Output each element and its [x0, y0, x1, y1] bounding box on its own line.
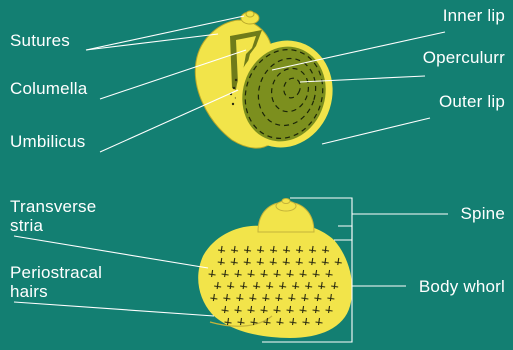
label-transverse-stria-2: stria	[10, 216, 43, 235]
label-body-whorl: Body whorl	[419, 277, 505, 296]
label-operculum: Operculurr	[423, 48, 505, 67]
upper-spire-top	[246, 11, 254, 17]
leader-outer-lip	[322, 118, 430, 144]
label-umbilicus: Umbilicus	[10, 132, 85, 151]
label-outer-lip: Outer lip	[439, 92, 505, 111]
upper-shell	[195, 11, 346, 160]
spire-apex	[282, 199, 290, 204]
label-spine: Spine	[461, 204, 505, 223]
label-columella: Columella	[10, 79, 87, 98]
label-periostracal-hairs-1: Periostracal	[10, 263, 102, 282]
label-periostracal-hairs-2: hairs	[10, 282, 48, 301]
label-transverse-stria-1: Transverse	[10, 197, 96, 216]
leader-periostracal	[14, 302, 214, 316]
label-inner-lip: Inner lip	[443, 6, 505, 25]
leader-sutures-b	[86, 34, 218, 50]
body-whorl-shape	[198, 224, 352, 338]
lower-shell	[198, 199, 352, 339]
label-sutures: Sutures	[10, 31, 70, 50]
